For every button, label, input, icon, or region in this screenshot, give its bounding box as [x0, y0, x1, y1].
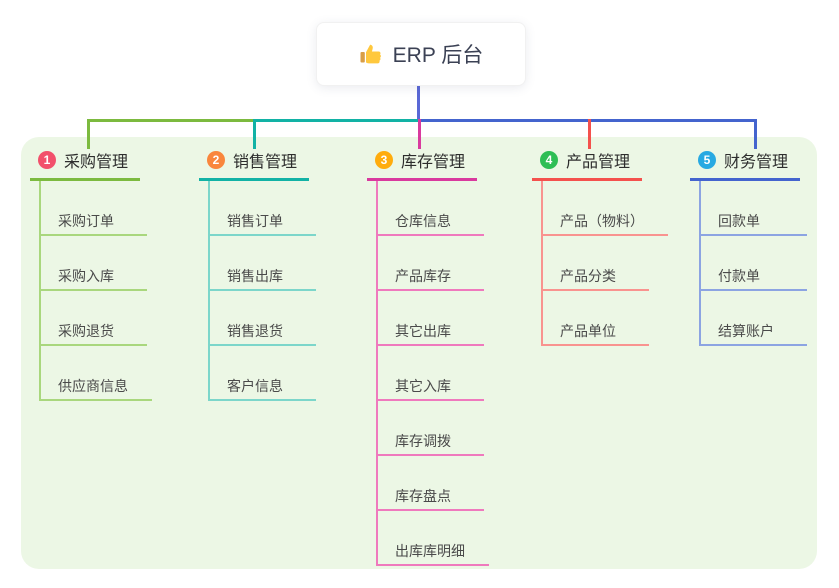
child-node[interactable]: 库存盘点 — [378, 456, 484, 511]
branch-5: 5 财务管理回款单付款单结算账户 — [690, 146, 807, 346]
branch-children: 产品（物料）产品分类产品单位 — [541, 181, 668, 346]
child-node[interactable]: 采购订单 — [41, 181, 147, 236]
child-node[interactable]: 结算账户 — [701, 291, 807, 346]
child-node[interactable]: 其它入库 — [378, 346, 484, 401]
child-node[interactable]: 产品（物料） — [543, 181, 668, 236]
branch-number-badge: 5 — [698, 151, 716, 169]
branch-header-5[interactable]: 5 财务管理 — [690, 146, 800, 181]
branch-number-badge: 3 — [375, 151, 393, 169]
branch-drop-connector — [87, 119, 90, 149]
child-node[interactable]: 产品库存 — [378, 236, 484, 291]
bus-segment-teal — [253, 119, 418, 122]
branch-number-badge: 2 — [207, 151, 225, 169]
branch-label: 财务管理 — [724, 154, 789, 171]
child-node[interactable]: 付款单 — [701, 236, 807, 291]
branch-header-4[interactable]: 4 产品管理 — [532, 146, 642, 181]
child-node[interactable]: 供应商信息 — [41, 346, 152, 401]
root-title: ERP 后台 — [392, 44, 484, 67]
branch-children: 销售订单销售出库销售退货客户信息 — [208, 181, 316, 401]
branch-drop-connector — [418, 119, 421, 149]
branch-number-badge: 4 — [540, 151, 558, 169]
branch-children: 采购订单采购入库采购退货供应商信息 — [39, 181, 152, 401]
branch-drop-connector — [588, 119, 591, 149]
branch-number-badge: 1 — [38, 151, 56, 169]
child-node[interactable]: 出库库明细 — [378, 511, 489, 566]
branch-label: 产品管理 — [566, 154, 631, 171]
branch-drop-connector — [754, 119, 757, 149]
child-node[interactable]: 采购退货 — [41, 291, 147, 346]
child-node[interactable]: 产品单位 — [543, 291, 649, 346]
child-node[interactable]: 销售出库 — [210, 236, 316, 291]
bus-segment-blue — [418, 119, 757, 122]
bus-segment-green — [87, 119, 253, 122]
branch-3: 3 库存管理仓库信息产品库存其它出库其它入库库存调拨库存盘点出库库明细 — [367, 146, 489, 566]
branch-4: 4 产品管理产品（物料）产品分类产品单位 — [532, 146, 668, 346]
child-node[interactable]: 采购入库 — [41, 236, 147, 291]
child-node[interactable]: 回款单 — [701, 181, 807, 236]
branch-header-1[interactable]: 1 采购管理 — [30, 146, 140, 181]
thumbs-up-icon — [359, 42, 383, 66]
branch-header-3[interactable]: 3 库存管理 — [367, 146, 477, 181]
branch-1: 1 采购管理采购订单采购入库采购退货供应商信息 — [30, 146, 152, 401]
child-node[interactable]: 销售订单 — [210, 181, 316, 236]
branches-panel — [21, 137, 817, 569]
branch-children: 回款单付款单结算账户 — [699, 181, 807, 346]
branch-label: 库存管理 — [401, 154, 466, 171]
child-node[interactable]: 库存调拨 — [378, 401, 484, 456]
branch-label: 销售管理 — [233, 154, 298, 171]
child-node[interactable]: 仓库信息 — [378, 181, 484, 236]
branch-2: 2 销售管理销售订单销售出库销售退货客户信息 — [199, 146, 316, 401]
child-node[interactable]: 产品分类 — [543, 236, 649, 291]
child-node[interactable]: 客户信息 — [210, 346, 316, 401]
branch-header-2[interactable]: 2 销售管理 — [199, 146, 309, 181]
branch-drop-connector — [253, 119, 256, 149]
branch-label: 采购管理 — [64, 154, 129, 171]
child-node[interactable]: 销售退货 — [210, 291, 316, 346]
root-connector-stub — [417, 84, 420, 120]
branch-children: 仓库信息产品库存其它出库其它入库库存调拨库存盘点出库库明细 — [376, 181, 489, 566]
root-node[interactable]: ERP 后台 — [316, 22, 526, 86]
child-node[interactable]: 其它出库 — [378, 291, 484, 346]
